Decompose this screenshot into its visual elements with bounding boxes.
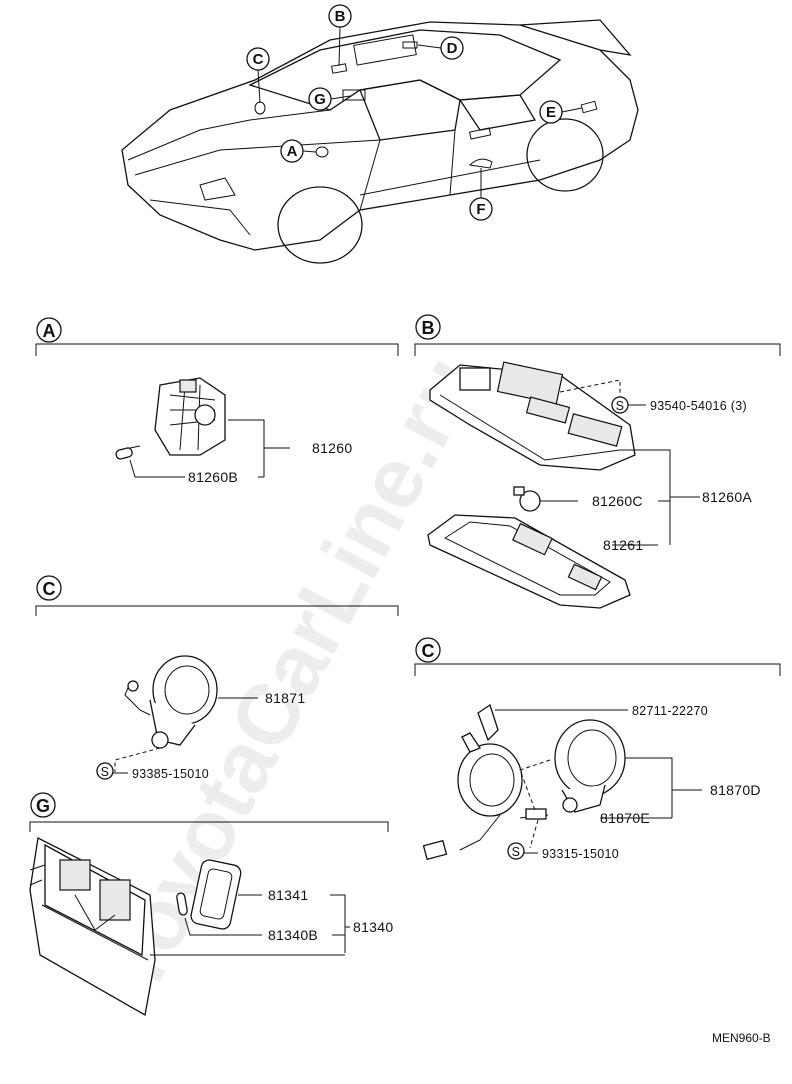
bulb-81260b-drawing	[115, 445, 141, 460]
vanity-mirror-drawing	[29, 837, 156, 1017]
door-lamp-81871-drawing	[124, 655, 218, 749]
callout-d: D	[440, 36, 464, 60]
screw-symbol-c2: S	[512, 845, 521, 859]
callout-f: F	[469, 197, 493, 221]
callout-a: A	[280, 139, 304, 163]
car-illustration	[121, 19, 639, 264]
section-g-label: G	[36, 796, 50, 816]
svg-text:D: D	[447, 40, 458, 57]
screw-symbol-b: S	[616, 399, 625, 413]
courtesy-lamp-drawing	[422, 703, 626, 861]
part-93540-54016: 93540-54016 (3)	[650, 399, 747, 413]
section-a-label: A	[43, 321, 56, 341]
svg-text:G: G	[314, 91, 326, 108]
part-93385-15010: 93385-15010	[132, 767, 209, 781]
section-c-right-label: C	[422, 641, 435, 661]
part-81870d: 81870D	[710, 782, 761, 798]
lamp-socket-drawing	[154, 377, 226, 456]
lens-81261-drawing	[427, 514, 631, 609]
svg-text:E: E	[546, 104, 556, 121]
part-81260c: 81260C	[592, 493, 643, 509]
map-lamp-housing-drawing	[429, 361, 636, 471]
section-a: A 81260 81260B	[35, 317, 399, 485]
screw-symbol-c1: S	[101, 765, 110, 779]
part-81340b: 81340B	[268, 927, 318, 943]
section-c-left-label: C	[43, 579, 56, 599]
svg-text:F: F	[476, 201, 485, 218]
callout-e: E	[539, 100, 563, 124]
part-81260a: 81260A	[702, 489, 752, 505]
callout-b: B	[328, 4, 352, 28]
part-81340: 81340	[353, 919, 393, 935]
svg-text:A: A	[287, 143, 298, 160]
callout-leaders	[257, 26, 583, 198]
part-81871: 81871	[265, 690, 305, 706]
bulb-81260c-drawing	[513, 486, 541, 512]
part-82711-22270: 82711-22270	[632, 704, 708, 718]
lens-81341-drawing	[190, 859, 242, 930]
svg-text:C: C	[253, 51, 264, 68]
callout-g: G	[308, 87, 332, 111]
bulb-81340b-drawing	[176, 892, 188, 916]
part-81260b: 81260B	[188, 469, 238, 485]
section-c-left: C 81871 S 93385-15010	[35, 575, 399, 781]
part-93315-15010: 93315-15010	[542, 847, 619, 861]
part-81260: 81260	[312, 440, 352, 456]
section-c-right: C 82711-22270 81870D 81870E S 93315-1501	[414, 637, 781, 861]
diagram-code: MEN960-B	[712, 1031, 771, 1045]
callout-c: C	[246, 47, 270, 71]
part-81870e: 81870E	[600, 810, 650, 826]
section-b: B S 93540-54016 (3)	[414, 314, 781, 609]
part-81341: 81341	[268, 887, 308, 903]
part-81261: 81261	[603, 537, 643, 553]
section-g: G 81341 81340B 81340	[29, 792, 393, 1017]
svg-text:B: B	[335, 8, 346, 25]
section-b-label: B	[422, 318, 435, 338]
